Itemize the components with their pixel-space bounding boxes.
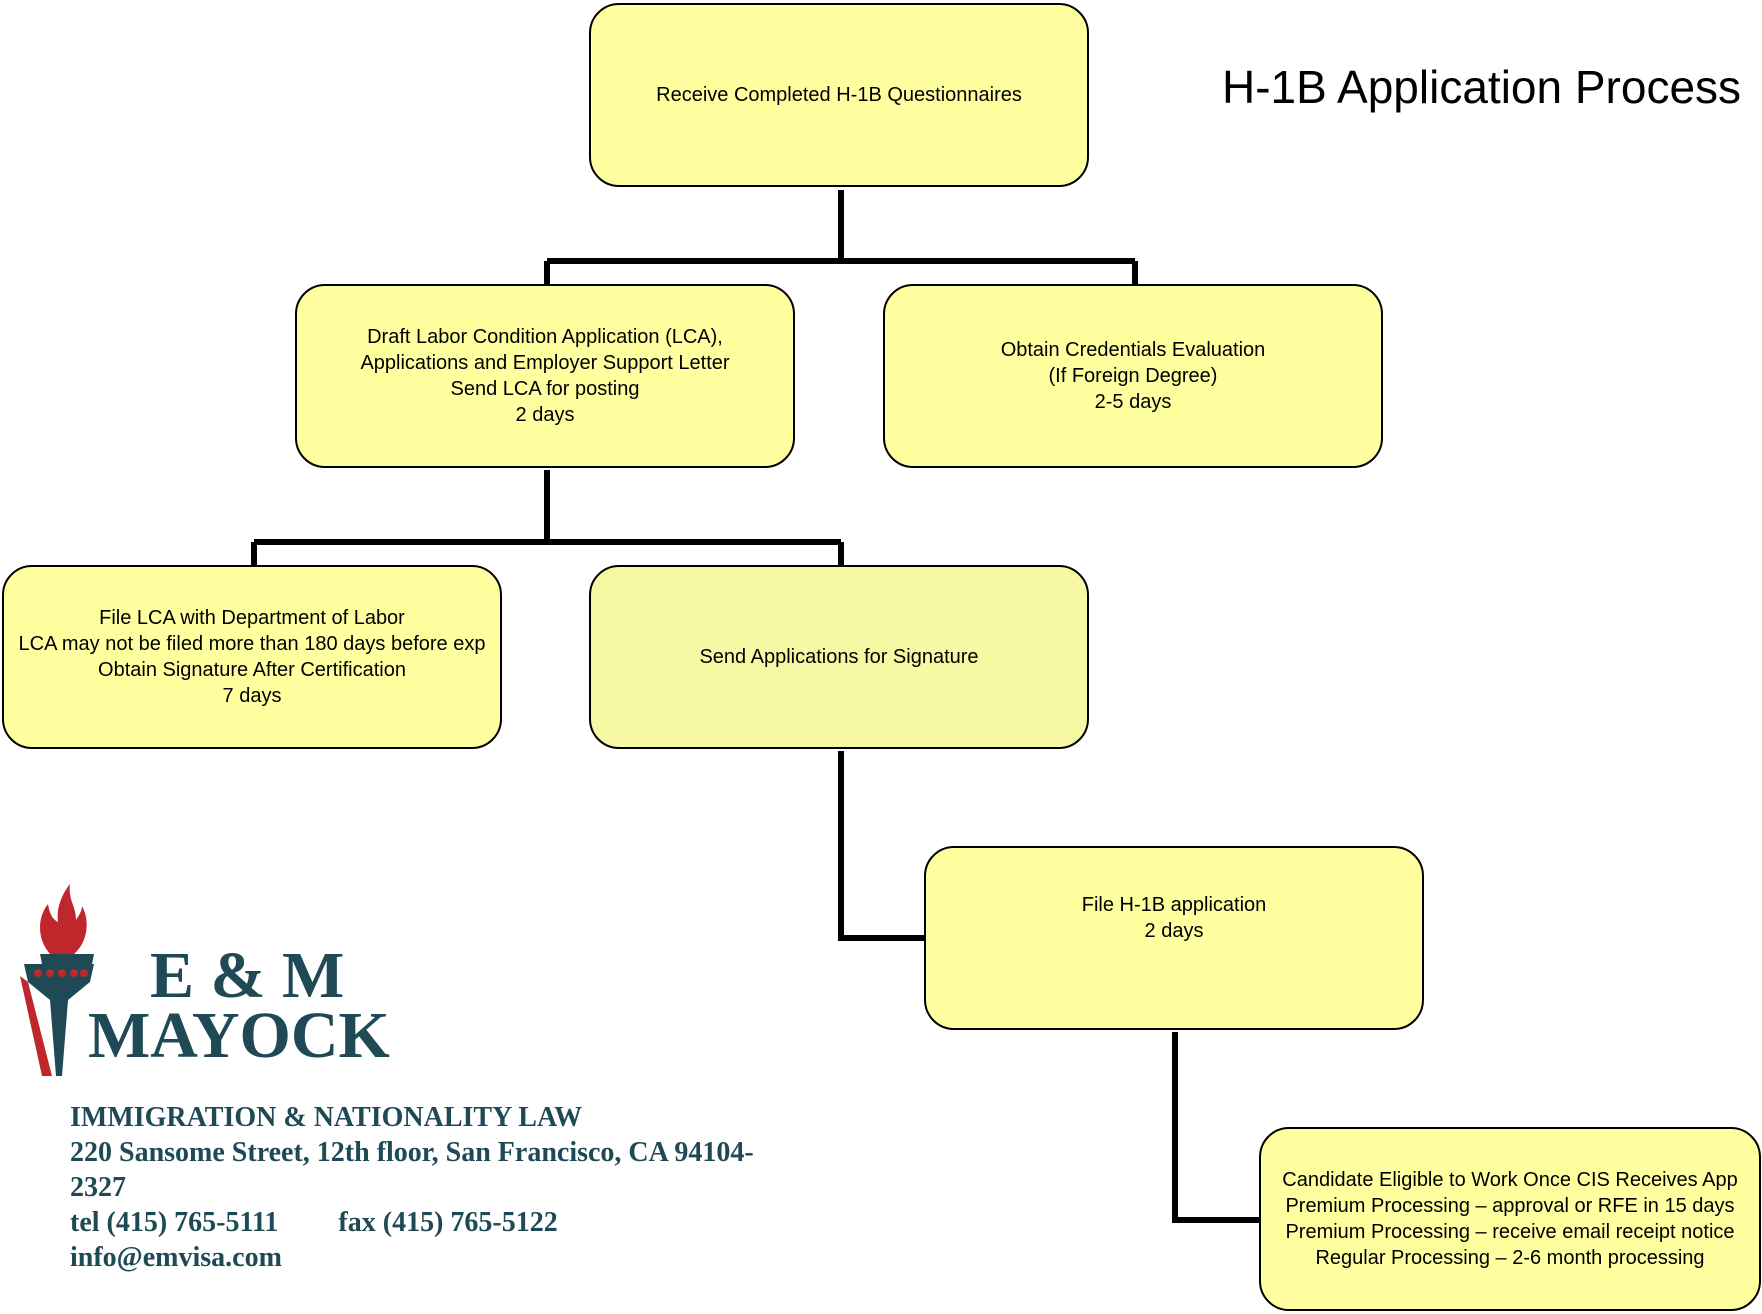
firm-address-line2: 2327 [70, 1172, 126, 1203]
page-title: H-1B Application Process [1222, 61, 1742, 113]
box-line: 2 days [515, 404, 575, 426]
firm-email[interactable]: info@emvisa.com [70, 1242, 282, 1273]
box-draft-lca: Draft Labor Condition Application (LCA),… [295, 284, 795, 468]
box-line: 2 days [1144, 920, 1204, 942]
box-line: Candidate Eligible to Work Once CIS Rece… [1282, 1169, 1738, 1191]
firm-fax: fax (415) 765-5122 [338, 1207, 558, 1238]
connector-file-h1b-to-eligible [1172, 1032, 1262, 1223]
box-line: File H-1B application [1081, 894, 1267, 916]
firm-name-line1: E & M [150, 939, 345, 1012]
box-line: File LCA with Department of Labor [99, 607, 405, 629]
box-line: Applications and Employer Support Letter [360, 352, 730, 374]
box-line: Obtain Credentials Evaluation [1000, 339, 1266, 361]
box-line: Send LCA for posting [450, 378, 640, 400]
box-line: Receive Completed H-1B Questionnaires [656, 84, 1022, 106]
firm-phones: tel (415) 765-5111 fax (415) 765-5122 [70, 1205, 820, 1240]
firm-practice: IMMIGRATION & NATIONALITY LAW [70, 1102, 583, 1133]
box-line: LCA may not be filed more than 180 days … [18, 633, 486, 655]
firm-name-line2: MAYOCK [88, 999, 390, 1072]
box-line: Obtain Signature After Certification [98, 659, 406, 681]
firm-contact: IMMIGRATION & NATIONALITY LAW 220 Sansom… [70, 1100, 820, 1275]
box-candidate-eligible: Candidate Eligible to Work Once CIS Rece… [1259, 1127, 1761, 1311]
box-line: (If Foreign Degree) [1048, 365, 1218, 387]
firm-name: E & M MAYOCK [88, 939, 390, 1072]
box-line: 2-5 days [1094, 391, 1172, 413]
box-line: Draft Labor Condition Application (LCA), [367, 326, 723, 348]
box-send-for-signature: Send Applications for Signature [589, 565, 1089, 749]
firm-tel: tel (415) 765-5111 [70, 1207, 279, 1238]
firm-address-line1: 220 Sansome Street, 12th floor, San Fran… [70, 1137, 754, 1168]
box-file-h1b-application: File H-1B application 2 days [924, 846, 1424, 1030]
box-file-lca: File LCA with Department of Labor LCA ma… [2, 565, 502, 749]
connector-signature-to-file-h1b [838, 751, 927, 941]
box-line: Regular Processing – 2-6 month processin… [1315, 1247, 1705, 1269]
box-line: Premium Processing – receive email recei… [1285, 1221, 1735, 1243]
torch-logo-icon [20, 884, 94, 1076]
box-credentials-evaluation: Obtain Credentials Evaluation (If Foreig… [883, 284, 1383, 468]
box-receive-questionnaires: Receive Completed H-1B Questionnaires [589, 3, 1089, 187]
box-line: 7 days [222, 685, 282, 707]
box-line: Premium Processing – approval or RFE in … [1285, 1195, 1735, 1217]
box-line: Send Applications for Signature [699, 646, 979, 668]
